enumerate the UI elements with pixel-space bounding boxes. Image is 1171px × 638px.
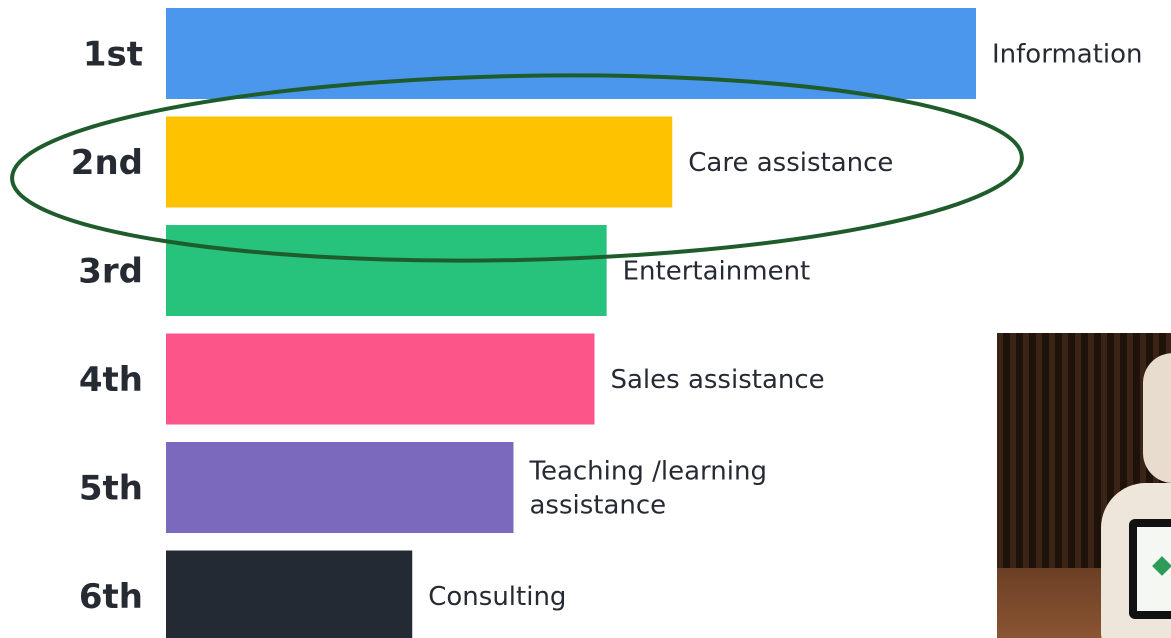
category-label-3: Entertainment xyxy=(623,257,811,287)
bar-4 xyxy=(166,333,595,425)
bar-6 xyxy=(166,550,413,638)
bar-1 xyxy=(166,8,976,99)
rank-labels-group: 1st 2nd 3rd 4th 5th 6th xyxy=(71,35,143,618)
rank-label-6: 6th xyxy=(79,577,143,617)
rank-label-4: 4th xyxy=(79,360,143,400)
bars-group xyxy=(166,8,976,638)
category-label-6: Consulting xyxy=(428,582,566,612)
bar-2 xyxy=(166,116,673,208)
category-label-1: Information xyxy=(992,40,1143,70)
category-label-4: Sales assistance xyxy=(610,365,824,395)
rank-label-5: 5th xyxy=(79,469,143,509)
highlight-ellipse xyxy=(10,73,1024,263)
highlight-group xyxy=(10,73,1024,263)
bar-3 xyxy=(166,225,607,316)
rank-label-2: 2nd xyxy=(71,143,143,183)
rank-label-1: 1st xyxy=(83,35,143,75)
rank-label-3: 3rd xyxy=(78,252,143,292)
robot-photo xyxy=(997,333,1171,638)
bar-5 xyxy=(166,442,514,533)
robot-head xyxy=(1143,353,1171,483)
category-label-2: Care assistance xyxy=(688,148,893,178)
